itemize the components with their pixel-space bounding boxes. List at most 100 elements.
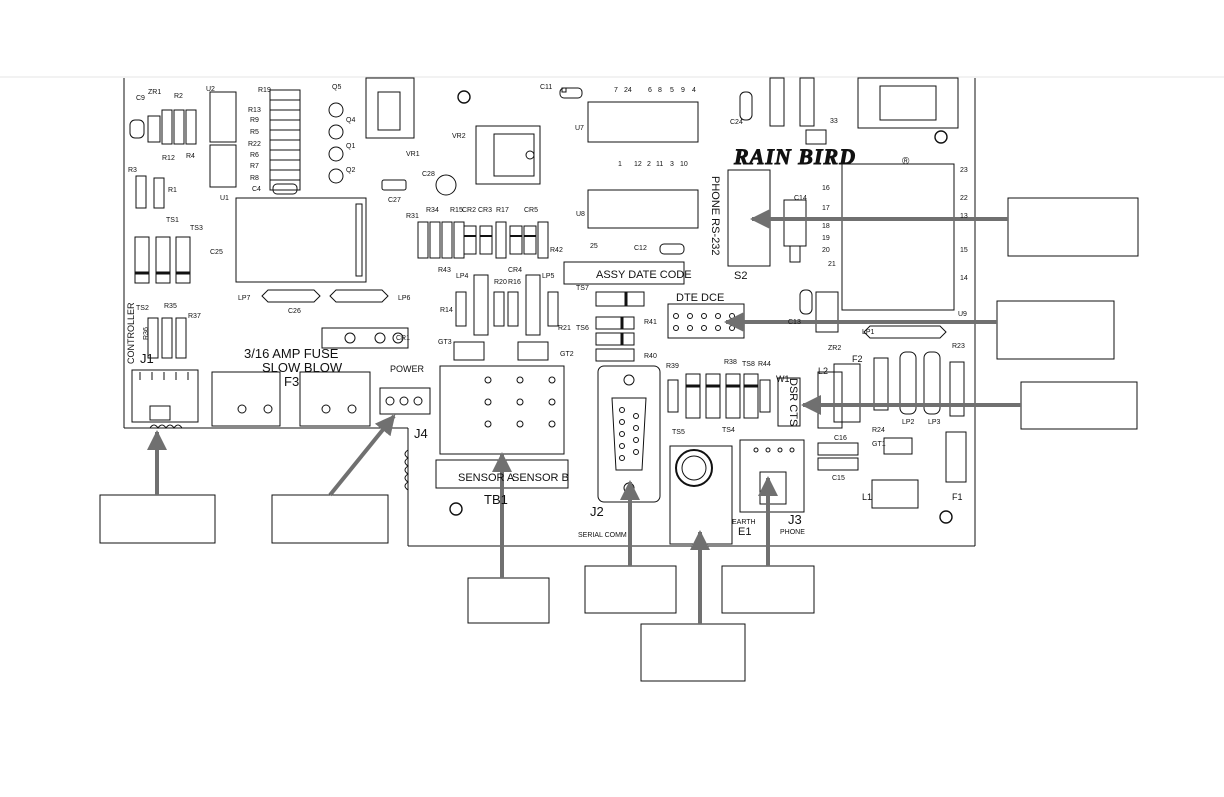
pin-label: 10 [680, 161, 688, 168]
label-w1: W1 [776, 374, 790, 384]
label-r34: R34 [426, 207, 439, 214]
rain-bird-logo: RAIN BIRD [733, 144, 856, 169]
pin-label: 18 [822, 223, 830, 230]
callout-box-phone [721, 565, 815, 614]
label-u1: U1 [220, 195, 229, 202]
label-r13: R13 [248, 107, 261, 114]
label-u8: U8 [576, 211, 585, 218]
pin-label: 15 [960, 247, 968, 254]
label-ts7: TS7 [576, 285, 589, 292]
label-r36: R36 [143, 327, 150, 340]
callout-box-power [271, 494, 389, 544]
callout-box-dte-dce [996, 300, 1115, 360]
pin-label: 3 [670, 161, 674, 168]
label-c28: C28 [422, 171, 435, 178]
label-r22: R22 [248, 141, 261, 148]
misc-pin-number: 33 [830, 118, 838, 125]
label-dte-dce: DTE DCE [676, 292, 724, 304]
label-j4: J4 [414, 426, 428, 441]
label-c13: C13 [788, 319, 801, 326]
label-r24: R24 [872, 427, 885, 434]
label-e1: E1 [738, 526, 751, 538]
label-cr1: CR1 [396, 335, 410, 342]
label-l1: L1 [862, 492, 872, 502]
mounting-holes [449, 90, 953, 524]
label-r15: R15 [450, 207, 463, 214]
label-j3: J3 [788, 512, 802, 527]
label-controller: CONTROLLER [126, 302, 136, 364]
label-r1: R1 [168, 187, 177, 194]
label-zr2: ZR2 [828, 345, 841, 352]
label-c24: C24 [730, 119, 743, 126]
label-assy-date-code: ASSY DATE CODE [596, 269, 692, 281]
label-c25: C25 [210, 249, 223, 256]
earth-connector-e1 [669, 445, 733, 545]
connector-j1 [131, 369, 199, 423]
phone-jack-j3 [739, 439, 805, 513]
label-r5: R5 [250, 129, 259, 136]
label-lp6: LP6 [398, 295, 411, 302]
label-ts6: TS6 [576, 325, 589, 332]
label-q2: Q2 [346, 167, 355, 174]
pin-label: 14 [960, 275, 968, 282]
label-u2: U2 [206, 86, 215, 93]
label-q5: Q5 [332, 84, 341, 91]
pin-label: 23 [960, 167, 968, 174]
label-r20: R20 [494, 279, 507, 286]
label-lp2: LP2 [902, 419, 915, 426]
label-cr5: CR5 [524, 207, 538, 214]
callout-box-sensor [467, 577, 550, 624]
label-f1: F1 [952, 492, 963, 502]
callout-box-dsr-cts [1020, 381, 1138, 430]
label-c15: C15 [832, 475, 845, 482]
label-gt1: GT1 [872, 441, 886, 448]
pin-label: 9 [681, 87, 685, 94]
pin-label: 8 [658, 87, 662, 94]
label-ts1: TS1 [166, 217, 179, 224]
label-r14: R14 [440, 307, 453, 314]
label-lp1: LP1 [862, 329, 875, 336]
label-c9: C9 [136, 95, 145, 102]
label-r41: R41 [644, 319, 657, 326]
board-coil-left [149, 424, 409, 491]
label-r35: R35 [164, 303, 177, 310]
label-r9: R9 [250, 117, 259, 124]
u9-pin-numbers: 16 17 18 19 20 21 23 22 13 15 14 [822, 167, 968, 282]
ic-u9-s2 [727, 163, 955, 333]
label-fuse-rating-2: SLOW BLOW [262, 360, 343, 375]
label-zr1: ZR1 [148, 89, 161, 96]
pin-label: 11 [656, 161, 663, 168]
label-ts3: TS3 [190, 225, 203, 232]
fuse-f3 [211, 371, 371, 427]
callout-box-earth [640, 623, 746, 682]
label-c27: C27 [388, 197, 401, 204]
label-r37: R37 [188, 313, 201, 320]
label-c4: C4 [252, 186, 261, 193]
pin-label: 20 [822, 247, 830, 254]
pin-label: 5 [670, 87, 674, 94]
label-power: POWER [390, 364, 425, 374]
label-cr4: CR4 [508, 267, 522, 274]
label-lp3: LP3 [928, 419, 941, 426]
pin-label: 6 [648, 87, 652, 94]
label-r17: R17 [496, 207, 509, 214]
ts-block-left [134, 236, 389, 359]
label-f3: F3 [284, 374, 299, 389]
pin-label: 19 [822, 235, 830, 242]
label-ts5: TS5 [672, 429, 685, 436]
label-r31: R31 [406, 213, 419, 220]
label-r38: R38 [724, 359, 737, 366]
label-u7: U7 [575, 125, 584, 132]
label-r4: R4 [186, 153, 195, 160]
label-lp5: LP5 [542, 273, 555, 280]
pin-label: 7 [614, 87, 618, 94]
label-fuse-rating-1: 3/16 AMP FUSE [244, 346, 339, 361]
label-r19: R19 [258, 87, 271, 94]
label-q4: Q4 [346, 117, 355, 124]
pin-label: 13 [960, 213, 968, 220]
label-tb1: TB1 [484, 492, 508, 507]
label-r12: R12 [162, 155, 175, 162]
label-ts4: TS4 [722, 427, 735, 434]
label-cr3: CR3 [478, 207, 492, 214]
